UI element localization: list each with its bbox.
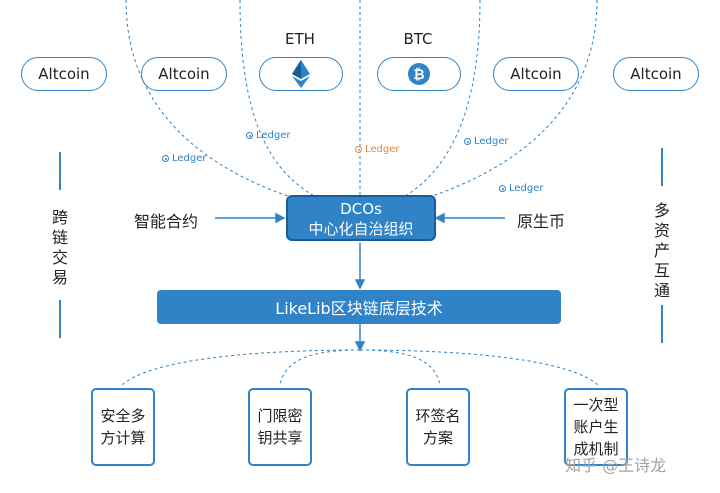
feature-label: 一次型账户生成机制 bbox=[573, 396, 619, 458]
feature-label: 环签名方案 bbox=[415, 407, 461, 447]
feature-label: 门限密钥共享 bbox=[257, 407, 303, 447]
feature-box-one-time-account: 一次型账户生成机制 bbox=[564, 388, 628, 466]
altcoin-label: Altcoin bbox=[158, 65, 210, 83]
ledger-tag: Ledger bbox=[246, 130, 291, 141]
altcoin-label: Altcoin bbox=[38, 65, 90, 83]
ledger-label: Ledger bbox=[365, 144, 400, 155]
ledger-dot-icon bbox=[499, 185, 506, 192]
ledger-tag: Ledger bbox=[499, 183, 544, 194]
bitcoin-icon: ₿ bbox=[408, 63, 430, 85]
eth-label: ETH bbox=[285, 30, 315, 48]
ledger-dot-icon bbox=[246, 132, 253, 139]
eth-pill bbox=[259, 57, 343, 91]
ledger-dot-icon bbox=[464, 138, 471, 145]
btc-label: BTC bbox=[403, 30, 433, 48]
dco-node: DCOs 中心化自治组织 bbox=[286, 195, 436, 241]
svg-text:₿: ₿ bbox=[413, 67, 424, 83]
dco-title: DCOs bbox=[340, 200, 382, 218]
ledger-dot-icon bbox=[355, 146, 362, 153]
feature-box-threshold: 门限密钥共享 bbox=[248, 388, 312, 466]
ledger-dot-icon bbox=[162, 155, 169, 162]
multi-asset-label: 多资产互通 bbox=[653, 201, 670, 300]
altcoin-pill-1: Altcoin bbox=[21, 57, 107, 91]
feature-label: 安全多方计算 bbox=[100, 407, 146, 447]
likelib-bar: LikeLib区块链底层技术 bbox=[157, 290, 561, 324]
cross-chain-label: 跨链交易 bbox=[51, 208, 68, 287]
ledger-tag: Ledger bbox=[162, 153, 207, 164]
ledger-label: Ledger bbox=[509, 183, 544, 194]
ledger-tag-highlight: Ledger bbox=[355, 144, 400, 155]
right-divider-top bbox=[661, 148, 663, 186]
feature-box-mpc: 安全多方计算 bbox=[91, 388, 155, 466]
ethereum-icon bbox=[292, 60, 310, 88]
dco-subtitle: 中心化自治组织 bbox=[308, 220, 414, 238]
altcoin-label: Altcoin bbox=[630, 65, 682, 83]
altcoin-pill-2: Altcoin bbox=[141, 57, 227, 91]
altcoin-pill-4: Altcoin bbox=[613, 57, 699, 91]
altcoin-pill-3: Altcoin bbox=[493, 57, 579, 91]
smart-contract-label: 智能合约 bbox=[134, 212, 199, 231]
ledger-label: Ledger bbox=[474, 136, 509, 147]
ledger-tag: Ledger bbox=[464, 136, 509, 147]
ledger-label: Ledger bbox=[256, 130, 291, 141]
watermark: 知乎 @王诗龙 bbox=[565, 456, 667, 475]
ledger-label: Ledger bbox=[172, 153, 207, 164]
feature-box-ring-signature: 环签名方案 bbox=[406, 388, 470, 466]
native-coin-label: 原生币 bbox=[517, 212, 566, 231]
left-divider-bottom bbox=[59, 300, 61, 338]
btc-pill: ₿ bbox=[377, 57, 461, 91]
left-divider-top bbox=[59, 152, 61, 190]
altcoin-label: Altcoin bbox=[510, 65, 562, 83]
right-divider-bottom bbox=[661, 305, 663, 343]
